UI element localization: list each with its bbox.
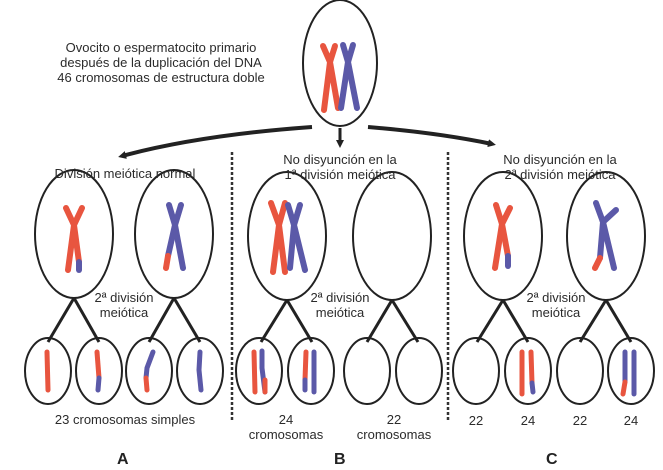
caption-line-3: 46 cromosomas de estructura doble	[57, 70, 265, 85]
primary-cell	[302, 0, 378, 127]
panel-B-letter: B	[334, 451, 346, 468]
panel-C-branches	[475, 299, 633, 343]
panel-A-letter: A	[117, 451, 129, 468]
panel-B-title: No disyunción en la 1ª división meiótica	[240, 152, 440, 182]
panel-A-gametes	[24, 337, 224, 405]
arrow-to-A	[118, 125, 313, 159]
panel-A-bottom-label: 23 cromosomas simples	[54, 412, 196, 427]
panel-A-branches	[46, 297, 202, 343]
panel-C-title: No disyunción en la 2ª división meiótica	[460, 152, 660, 182]
panel-B-count-left: 24 cromosomas	[236, 412, 336, 442]
second-division-line-2: meiótica	[315, 305, 365, 320]
panel-C-title-line-2: 2ª división meiótica	[504, 167, 616, 182]
panel-C-count-1: 22	[468, 413, 484, 428]
second-division-line-1: 2ª división	[94, 290, 154, 305]
panel-B-title-line-1: No disyunción en la	[283, 152, 397, 167]
panel-C-letter: C	[546, 451, 558, 468]
panel-B-gametes	[235, 337, 443, 405]
panel-B-second-division-label: 2ª división meiótica	[298, 290, 382, 320]
count-value: 24	[278, 412, 294, 427]
panel-C-gametes	[452, 337, 655, 405]
panel-A-secondary-cells	[34, 169, 214, 299]
count-unit: cromosomas	[248, 427, 324, 442]
panel-B-title-line-2: 1ª división meiótica	[284, 167, 396, 182]
panel-C-second-division-label: 2ª división meiótica	[514, 290, 598, 320]
second-division-line-2: meiótica	[99, 305, 149, 320]
panel-C-count-4: 24	[623, 413, 639, 428]
count-value: 22	[386, 412, 402, 427]
panel-B-secondary-cells	[247, 171, 432, 301]
panel-B-branches	[259, 299, 420, 343]
count-unit: cromosomas	[356, 427, 432, 442]
panel-C-count-3: 22	[572, 413, 588, 428]
panel-C-secondary-cells	[463, 171, 646, 301]
caption-line-1: Ovocito o espermatocito primario	[65, 40, 257, 55]
panel-C-count-2: 24	[520, 413, 536, 428]
panel-B-count-right: 22 cromosomas	[344, 412, 444, 442]
panel-A-title: División meiótica normal	[54, 166, 196, 181]
second-division-line-1: 2ª división	[526, 290, 586, 305]
second-division-line-1: 2ª división	[310, 290, 370, 305]
arrow-to-C	[367, 125, 496, 148]
second-division-line-2: meiótica	[531, 305, 581, 320]
division-arrows	[118, 125, 496, 159]
caption-line-2: después de la duplicación del DNA	[60, 55, 262, 70]
panel-A-second-division-label: 2ª división meiótica	[82, 290, 166, 320]
primary-cell-caption: Ovocito o espermatocito primario después…	[30, 40, 292, 85]
panel-C-title-line-1: No disyunción en la	[503, 152, 617, 167]
